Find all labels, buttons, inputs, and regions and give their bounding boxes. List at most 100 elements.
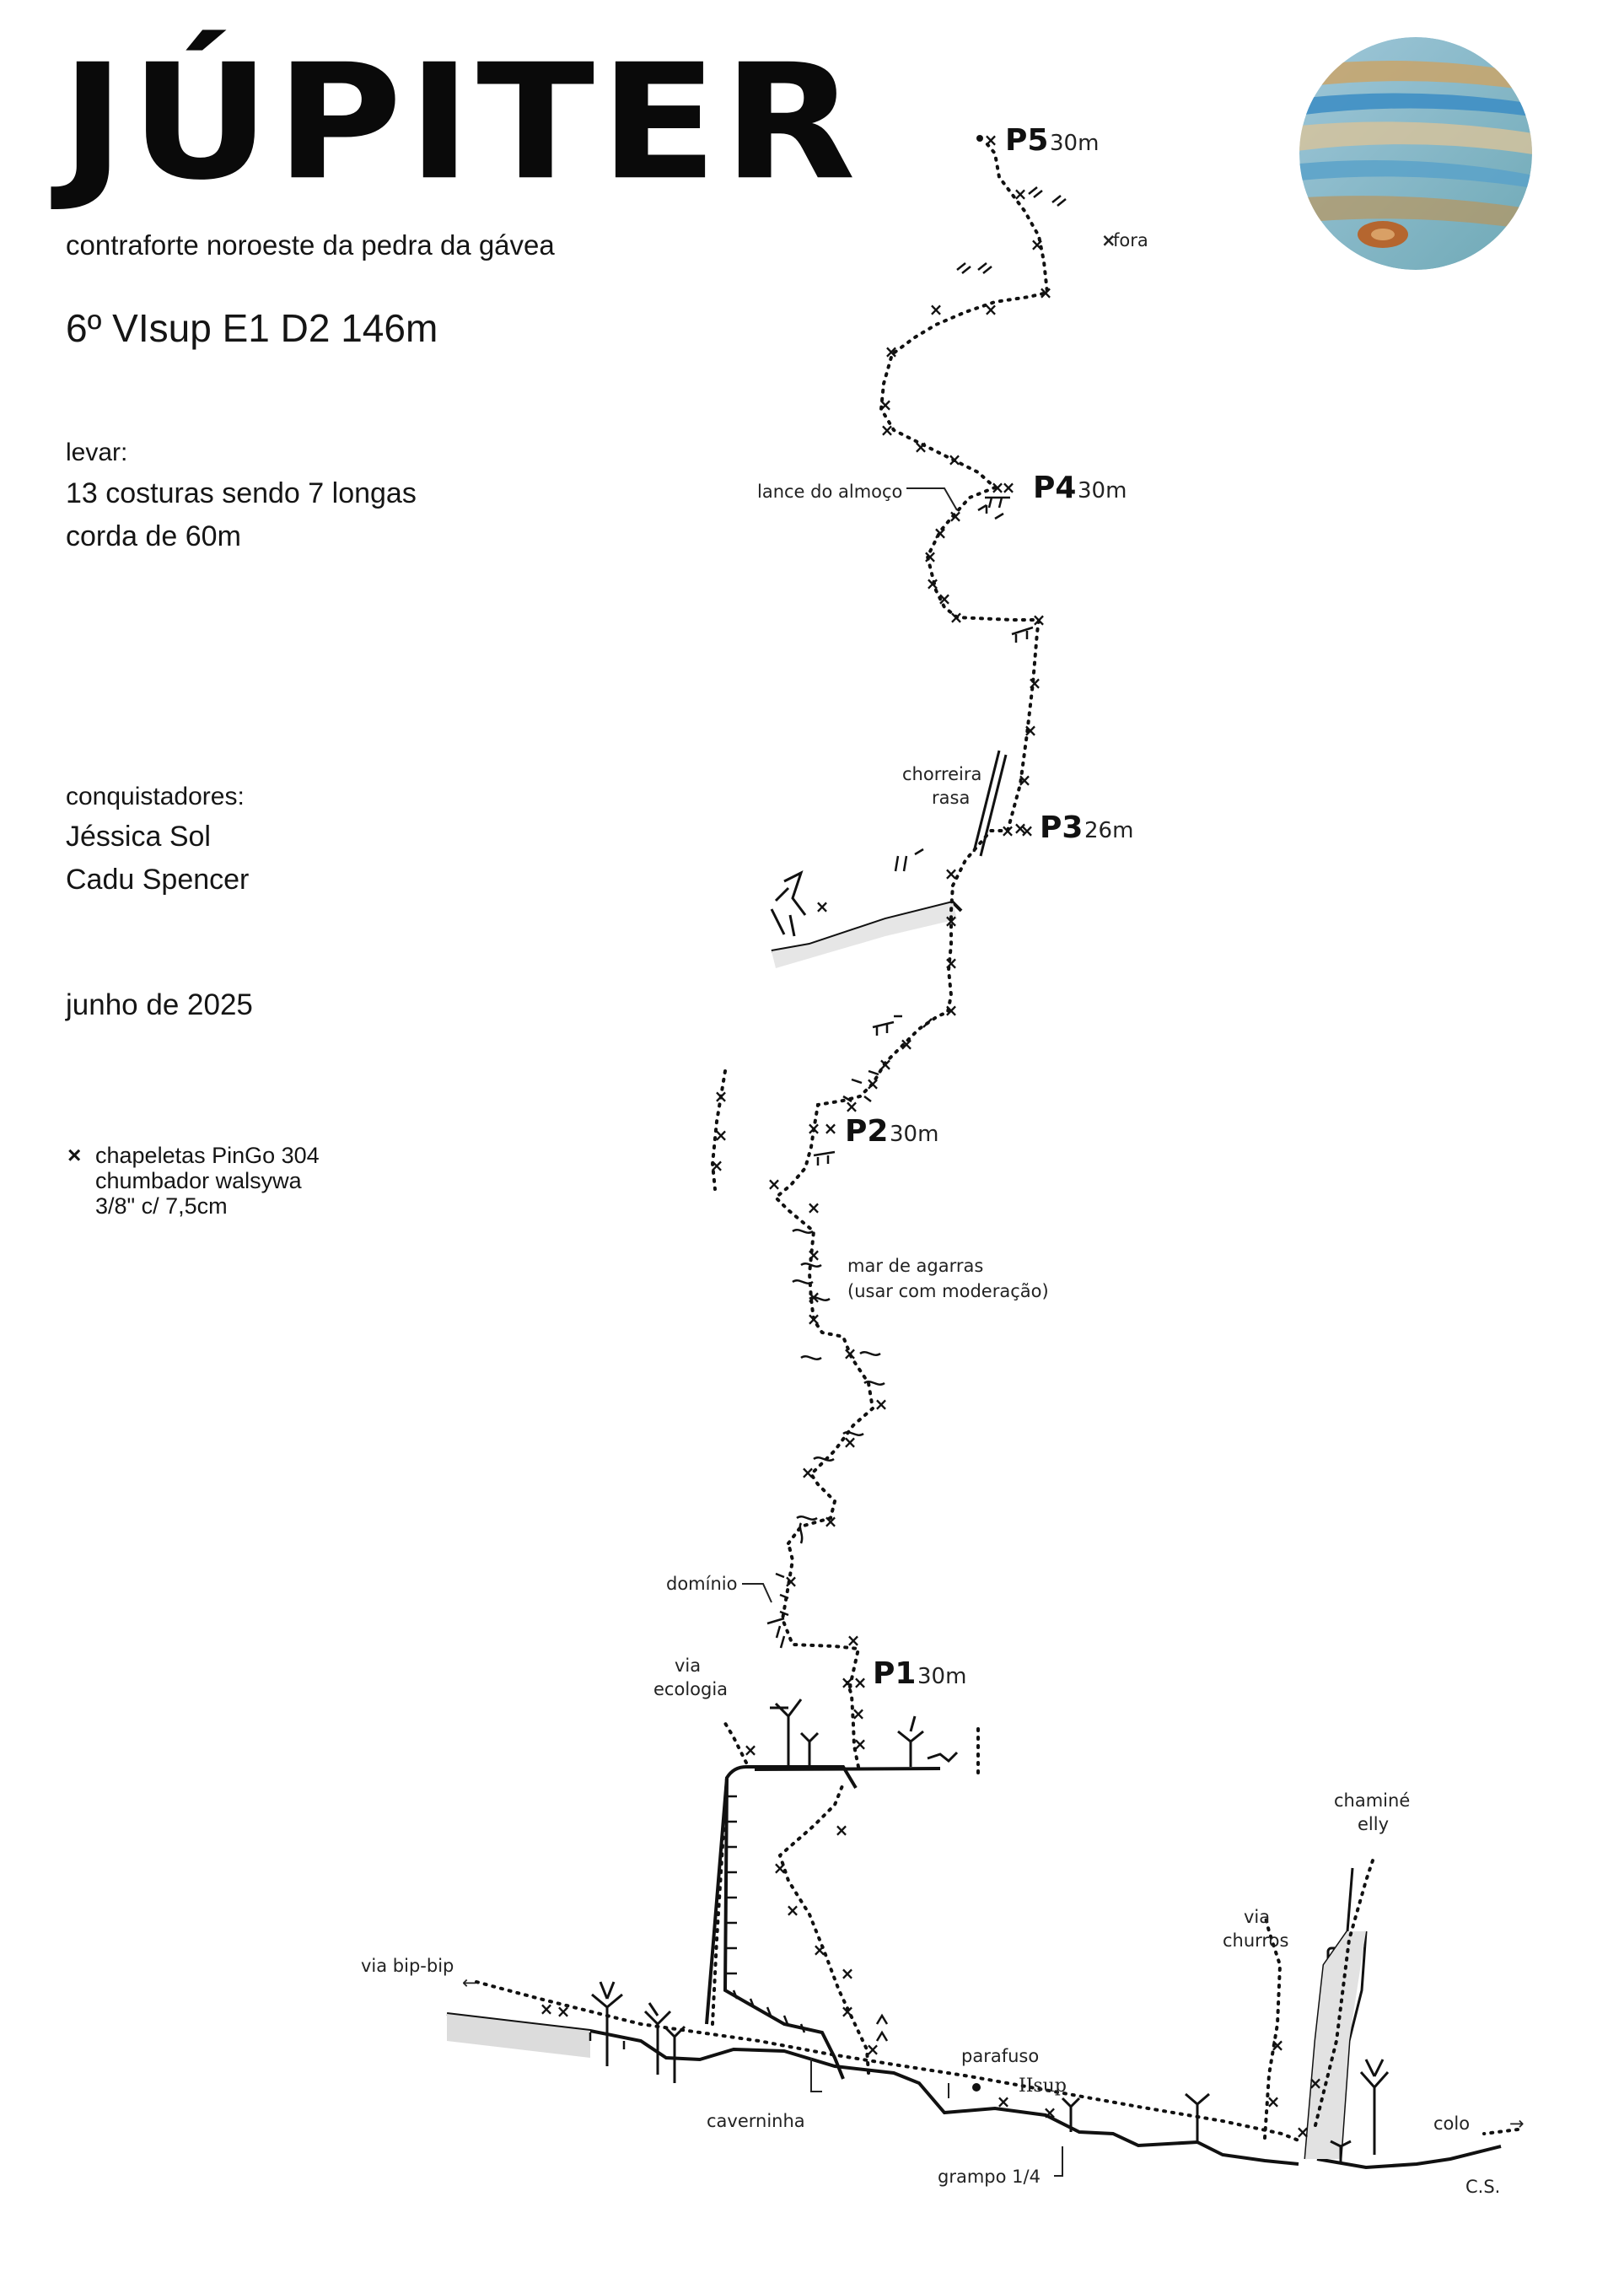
bolt-icon: × [944, 911, 959, 931]
bolt-icon: × [784, 1571, 799, 1591]
bolt-icon: × [1266, 2092, 1281, 2112]
chorreira-label: chorreira [902, 764, 981, 784]
bolt-icon: × [807, 1118, 821, 1139]
bolt-icon: × [841, 2001, 855, 2022]
bolt-icon: × [900, 1034, 914, 1054]
approach-line [475, 1980, 1304, 2144]
bolt-icon: × [824, 1511, 838, 1532]
bolt-icon: × [949, 607, 964, 627]
bolt-icon: × [807, 1198, 821, 1218]
bolt-markers: × × × × × × × × × × × × × × × × × × × × × × × × × × × × × × × × × × × × × × × ×… [540, 130, 1323, 2142]
bolt-icon: × [879, 1054, 893, 1074]
leader-lines [742, 487, 1063, 2177]
route-title: JÚPITER [61, 30, 861, 216]
via-churros-label: churros [1223, 1930, 1288, 1951]
legend-line: chapeletas PinGo 304 [95, 1143, 320, 1168]
bolt-icon: × [714, 1086, 729, 1106]
bolt-icon: × [880, 420, 895, 440]
bolt-icon: × [879, 395, 893, 415]
via-bipbip-label: via bip-bip [361, 1956, 454, 1976]
bolt-icon: × [1039, 283, 1053, 303]
p3-ledge-shadow [772, 902, 957, 968]
bolt-icon: × [845, 1096, 859, 1117]
vegetation [591, 870, 1390, 2163]
fora-bolt-icon: × [1101, 230, 1116, 250]
buttress-ticks [589, 1795, 806, 2049]
rock-texture-marks [766, 186, 1067, 2042]
via-ecologia-label: via [675, 1656, 701, 1676]
bolt-icon: × [1032, 610, 1046, 630]
pitch-name: P4 [1033, 471, 1076, 505]
mar-agarras-label: mar de agarras [847, 1256, 983, 1276]
bolt-icon: × [1028, 673, 1042, 693]
gear-item: 13 costuras sendo 7 longas [66, 477, 417, 509]
chorreira-label: rasa [932, 788, 970, 808]
bolt-icon: × [801, 1462, 815, 1483]
bolt-icon: × [847, 1630, 861, 1650]
route-location: contraforte noroeste da pedra da gávea [66, 229, 555, 261]
grampo-label: grampo 1/4 [938, 2167, 1041, 2187]
bolt-icon: × [938, 589, 952, 609]
bolt-icon: × [926, 573, 940, 594]
dominio-label: domínio [666, 1574, 737, 1594]
bolt-icon: × [944, 953, 959, 973]
legend-line: chumbador walsywa [95, 1168, 302, 1193]
ground-shadow [447, 2014, 590, 2058]
bolt-icon: × [914, 437, 928, 457]
gear-item: corda de 60m [66, 520, 241, 552]
bolt-icon: × [714, 1125, 729, 1145]
bolt-icon: × [885, 342, 899, 362]
pitch-name: P1 [873, 1656, 916, 1691]
pitch-name: P2 [845, 1114, 888, 1149]
bolt-icon: × [866, 1074, 880, 1094]
pitch-length: 26m [1084, 818, 1133, 843]
climber-name: Jéssica Sol [66, 821, 211, 853]
bolt-icon: × [1018, 770, 1032, 790]
bolt-icon: × [1002, 477, 1016, 498]
left-variant-line [710, 1069, 727, 1191]
fora-label: fora [1113, 230, 1148, 250]
bolt-icon: × [807, 1309, 821, 1329]
chorreira-rasa-mark [972, 750, 1008, 857]
via-churros-line [1263, 1913, 1283, 2140]
via-ecologia-label: ecologia [653, 1679, 728, 1699]
bolt-icon: × [923, 546, 938, 567]
pitch-name: P3 [1040, 810, 1083, 845]
parafuso-bolt [972, 2083, 981, 2092]
bolt-icon: × [984, 299, 998, 320]
bolt-icon: × [1001, 821, 1015, 841]
bolt-icon: × [841, 1672, 855, 1693]
bolt-icon: × [773, 1858, 788, 1878]
bolt-icon: × [710, 1155, 724, 1176]
bolt-legend-symbol: × [67, 1142, 82, 1168]
bolt-icon: × [944, 864, 959, 884]
mar-agarras-label: (usar com moderação) [847, 1281, 1049, 1301]
bolt-icon: × [1014, 184, 1028, 204]
colo-line [1482, 2128, 1519, 2135]
lower-buttress-outline [705, 1765, 941, 2080]
chimney-shadow [1305, 1931, 1366, 2159]
jupiter-planet-image [1299, 37, 1532, 270]
ascent-date: junho de 2025 [66, 988, 253, 1021]
bolt-icon: × [824, 1118, 838, 1139]
bolt-icon: × [540, 1999, 554, 2019]
via-ecologia-line-lower [711, 1776, 729, 2026]
legend-line: 3/8" c/ 7,5cm [95, 1193, 228, 1219]
parafuso-label: parafuso [961, 2046, 1039, 2066]
iisup-label: IIsup [1019, 2075, 1067, 2097]
bolt-icon: × [929, 299, 944, 320]
bolt-icon: × [853, 1672, 868, 1693]
bolt-icon: × [767, 1174, 782, 1194]
bolt-icon: × [852, 1704, 866, 1724]
caverninha-label: caverninha [707, 2111, 805, 2131]
bolt-icon: × [557, 2001, 571, 2022]
pitch-length: 30m [917, 1664, 966, 1689]
bolt-icon: × [874, 1394, 889, 1414]
bolt-icon: × [933, 523, 948, 543]
bolt-icon: × [984, 130, 998, 150]
pitch-name: P5 [1005, 123, 1048, 158]
author-initials: C.S. [1465, 2177, 1500, 2197]
bolt-icon: × [1024, 720, 1038, 740]
bolt-icon: × [1309, 2073, 1323, 2093]
